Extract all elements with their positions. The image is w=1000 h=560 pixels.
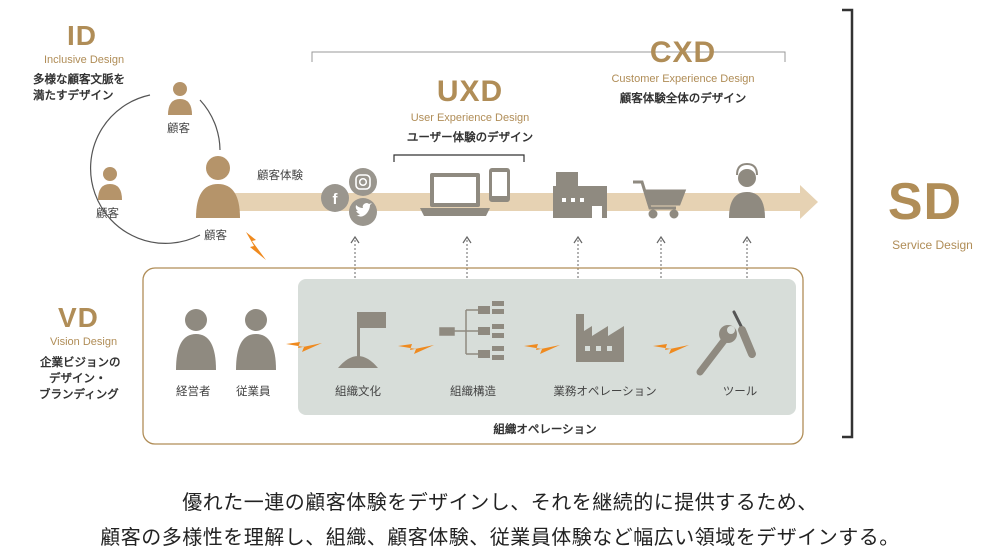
customer-label-left: 顧客 <box>96 206 119 220</box>
journey-arrow <box>228 193 800 211</box>
id-desc-1: 多様な顧客文脈を <box>33 72 125 86</box>
sd-english: Service Design <box>892 238 973 252</box>
diagram-graphics: f <box>90 8 854 445</box>
org-ops-label: 組織オペレーション <box>493 422 597 436</box>
employee-figure <box>236 309 276 370</box>
flag-icon <box>338 312 386 368</box>
management-figure <box>176 309 216 370</box>
factory-icon <box>576 314 624 362</box>
vd-frame <box>142 267 804 445</box>
instagram-icon <box>349 168 377 196</box>
bolts-org <box>286 342 689 354</box>
caption: 優れた一連の顧客体験をデザインし、それを継続的に提供するため、 顧客の多様性を理… <box>0 478 1000 560</box>
caption-line-1: 優れた一連の顧客体験をデザインし、それを継続的に提供するため、 <box>182 490 818 514</box>
caption-line-2: 顧客の多様性を理解し、組織、顧客体験、従業員体験など幅広い領域をデザインする。 <box>100 525 900 549</box>
journey-label: 顧客体験 <box>257 168 303 182</box>
customer-label-main: 顧客 <box>204 228 227 242</box>
customer-label-top: 顧客 <box>167 121 190 135</box>
facebook-icon <box>321 184 349 212</box>
tools-icon <box>696 310 756 376</box>
id-desc-2: 満たすデザイン <box>33 88 114 102</box>
sd-bracket <box>842 8 854 439</box>
id-abbr: ID <box>67 20 97 51</box>
uxd-abbr: UXD <box>436 75 504 108</box>
cxd-desc: 顧客体験全体のデザイン <box>619 91 747 105</box>
org-chart-icon <box>439 309 478 355</box>
cxd-bracket <box>311 51 786 62</box>
uxd-desc: ユーザー体験のデザイン <box>406 130 534 144</box>
customer-figure-left <box>98 167 122 200</box>
vd-desc-1: 企業ビジョンの <box>40 355 121 369</box>
customer-cycle <box>90 94 201 244</box>
org-culture-label: 組織文化 <box>335 384 381 398</box>
employee-label: 従業員 <box>236 384 271 398</box>
cart-icon <box>633 180 687 219</box>
customer-figure-main <box>196 156 240 218</box>
org-structure-label: 組織構造 <box>450 384 496 398</box>
bolt-customer <box>246 232 266 260</box>
sd-abbr: SD <box>887 173 963 231</box>
link-arrows <box>354 240 748 278</box>
vd-desc-3: ブランディング <box>39 387 119 401</box>
vd-desc-2: デザイン・ <box>49 371 107 385</box>
customer-figure-top <box>168 82 192 115</box>
svg-text:f: f <box>333 191 339 208</box>
vd-abbr: VD <box>58 302 99 333</box>
org-panel <box>298 279 796 415</box>
org-tools-label: ツール <box>722 384 758 398</box>
cxd-abbr: CXD <box>649 36 717 69</box>
management-label: 経営者 <box>176 384 211 398</box>
uxd-bracket <box>393 154 525 162</box>
smartphone-icon <box>489 168 510 202</box>
vd-english: Vision Design <box>50 336 118 348</box>
laptop-icon <box>420 173 490 216</box>
id-english: Inclusive Design <box>44 54 125 66</box>
org-operation-label: 業務オペレーション <box>553 384 657 398</box>
uxd-english: User Experience Design <box>410 112 530 124</box>
store-icon <box>553 172 607 218</box>
cxd-english: Customer Experience Design <box>611 73 755 85</box>
operator-icon <box>729 162 765 218</box>
